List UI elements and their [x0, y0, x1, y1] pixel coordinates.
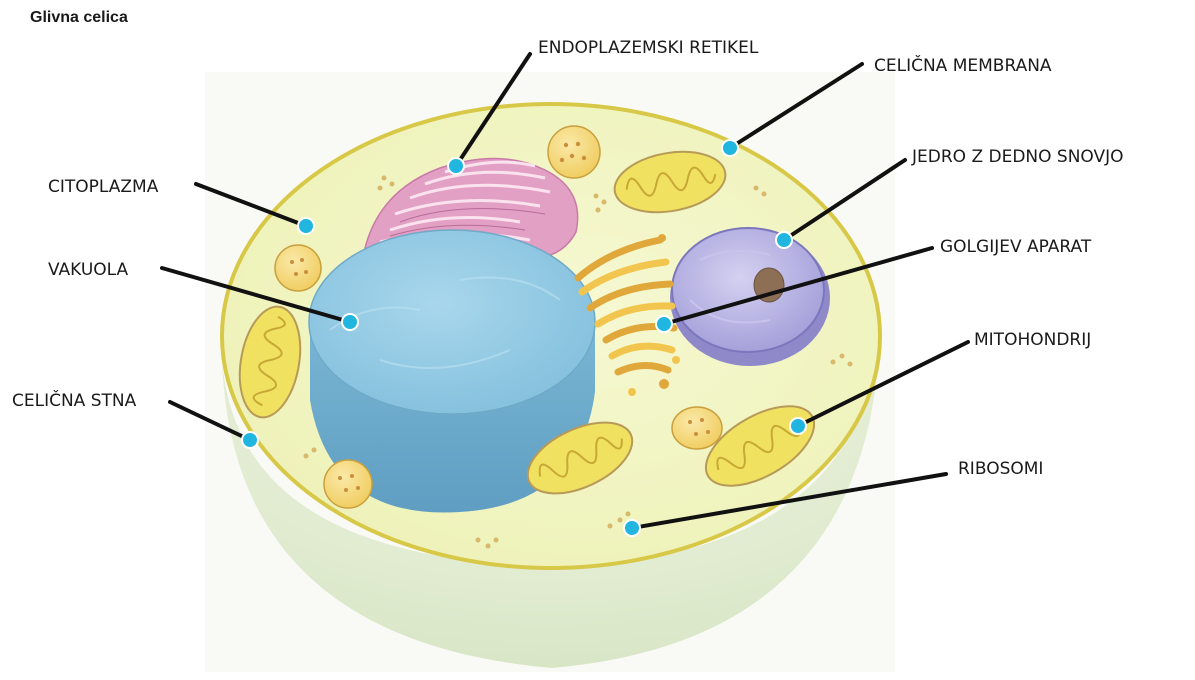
label-vakuola: VAKUOLA — [48, 260, 129, 280]
label-ribosomi: RIBOSOMI — [958, 459, 1043, 479]
pointer-ribosomi — [624, 520, 640, 536]
label-golgijev-aparat: GOLGIJEV APARAT — [940, 237, 1092, 257]
pointer-celicna-stena — [242, 432, 258, 448]
label-citoplazma: CITOPLAZMA — [48, 177, 159, 197]
pointer-celicna-membrana — [722, 140, 738, 156]
pointer-endoplazemski-retikel — [448, 158, 464, 174]
label-celicna-stena: CELIČNA STNA — [12, 389, 137, 411]
pointer-vakuola — [342, 314, 358, 330]
pointer-mitohondrij — [790, 418, 806, 434]
label-celicna-membrana: CELIČNA MEMBRANA — [874, 54, 1052, 76]
pointer-citoplazma — [298, 218, 314, 234]
label-jedro: JEDRO Z DEDNO SNOVJO — [911, 147, 1124, 167]
nucleus — [670, 228, 830, 366]
label-mitohondrij: MITOHONDRIJ — [974, 330, 1091, 350]
label-endoplazemski-retikel: ENDOPLAZEMSKI RETIKEL — [538, 38, 759, 58]
pointer-jedro — [776, 232, 792, 248]
pointer-golgijev-aparat — [656, 316, 672, 332]
